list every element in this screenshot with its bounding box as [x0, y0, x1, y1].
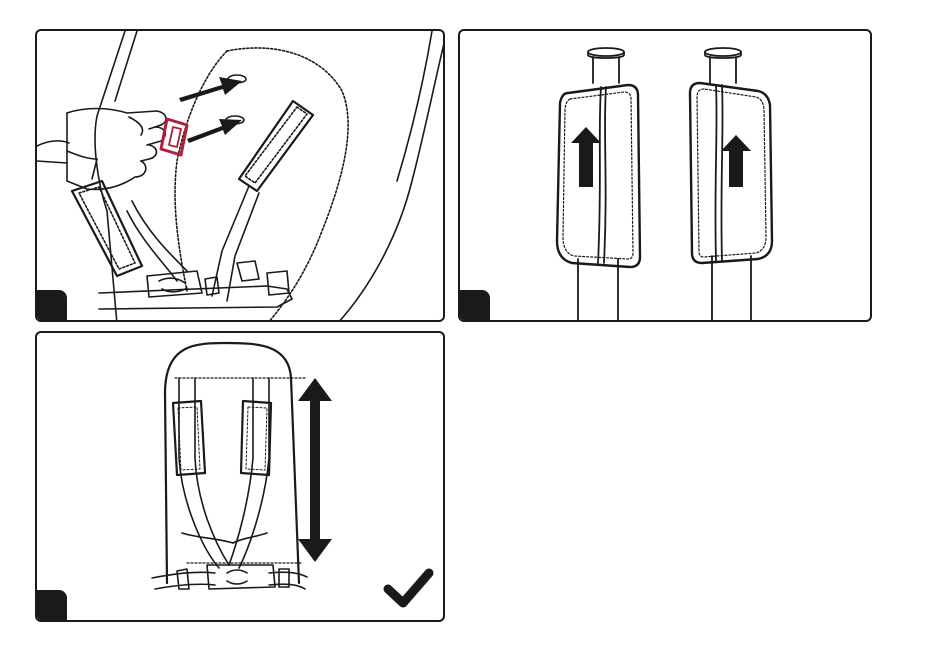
pads-slide-up-illustration	[460, 31, 872, 322]
left-shoulder-pad	[557, 48, 640, 322]
insert-arrow-top	[179, 77, 242, 102]
step-number-badge	[35, 590, 67, 622]
step-number-badge	[35, 290, 67, 322]
up-arrow-left-icon	[571, 127, 601, 187]
step-panel-1	[35, 29, 445, 322]
step-panel-2	[458, 29, 872, 322]
up-arrow-right-icon	[721, 135, 751, 187]
harness-height-illustration	[37, 333, 445, 622]
step-number-badge	[458, 290, 490, 322]
step-panel-3	[35, 331, 445, 622]
height-range-arrow-icon	[298, 378, 332, 562]
checkmark-icon	[388, 573, 429, 603]
threading-illustration	[37, 31, 445, 322]
